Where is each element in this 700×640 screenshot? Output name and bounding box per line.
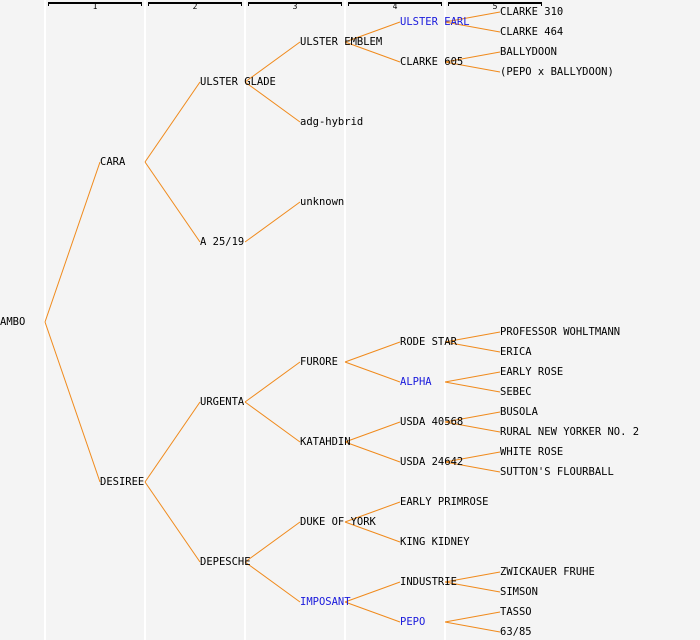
pedigree-link [444, 411, 501, 423]
pedigree-link [444, 571, 501, 583]
pedigree-node[interactable]: USDA 40568 [400, 416, 464, 428]
pedigree-node[interactable]: SEBEC [500, 386, 532, 398]
pedigree-node[interactable]: ERICA [500, 346, 532, 358]
pedigree-node[interactable]: RODE STAR [400, 336, 457, 348]
pedigree-node[interactable]: PROFESSOR WOHLTMANN [500, 326, 621, 338]
generation-separator [444, 0, 446, 640]
pedigree-node[interactable]: A 25/19 [200, 236, 245, 248]
pedigree-link [444, 621, 501, 633]
pedigree-node[interactable]: TASSO [500, 606, 532, 618]
pedigree-link [444, 381, 501, 393]
generation-number: 2 [192, 2, 198, 11]
pedigree-node[interactable]: ULSTER GLADE [200, 76, 276, 88]
pedigree-node[interactable]: IMPOSANT [300, 596, 351, 608]
pedigree-node[interactable]: WHITE ROSE [500, 446, 564, 458]
pedigree-node[interactable]: unknown [300, 196, 345, 208]
pedigree-node[interactable]: CARA [100, 156, 126, 168]
generation-number: 1 [92, 2, 98, 11]
generation-separator [244, 0, 246, 640]
pedigree-node[interactable]: URGENTA [200, 396, 245, 408]
pedigree-link [444, 11, 501, 23]
pedigree-node[interactable]: ZWICKAUER FRUHE [500, 566, 595, 578]
pedigree-node[interactable]: SIMSON [500, 586, 538, 598]
pedigree-link [344, 421, 401, 443]
pedigree-link [244, 561, 301, 603]
pedigree-node[interactable]: RURAL NEW YORKER NO. 2 [500, 426, 640, 438]
pedigree-node[interactable]: EARLY PRIMROSE [400, 496, 489, 508]
pedigree-node[interactable]: SUTTON'S FLOURBALL [500, 466, 614, 478]
pedigree-node[interactable]: PEPO [400, 616, 426, 628]
pedigree-link [344, 361, 401, 383]
pedigree-link [444, 21, 501, 33]
pedigree-link [344, 341, 401, 363]
generation-separator [144, 0, 146, 640]
pedigree-node[interactable]: USDA 24642 [400, 456, 464, 468]
pedigree-node[interactable]: CLARKE 605 [400, 56, 464, 68]
pedigree-link [144, 161, 201, 243]
pedigree-link [244, 41, 301, 83]
pedigree-node[interactable]: CLARKE 464 [500, 26, 564, 38]
pedigree-link [444, 611, 501, 623]
pedigree-link [444, 461, 501, 473]
pedigree-node[interactable]: DUKE OF YORK [300, 516, 376, 528]
pedigree-link [344, 521, 401, 543]
pedigree-node[interactable]: KING KIDNEY [400, 536, 470, 548]
pedigree-link [244, 201, 301, 243]
pedigree-link [344, 501, 401, 523]
pedigree-link [244, 81, 301, 123]
pedigree-node[interactable]: ALPHA [400, 376, 432, 388]
generation-bracket [448, 2, 542, 6]
generation-bracket [48, 2, 142, 6]
pedigree-node[interactable]: CLARKE 310 [500, 6, 564, 18]
pedigree-link [344, 581, 401, 603]
pedigree-link [444, 61, 501, 73]
pedigree-link [144, 481, 201, 563]
pedigree-link [244, 401, 301, 443]
pedigree-link [144, 81, 201, 163]
pedigree-node[interactable]: adg-hybrid [300, 116, 364, 128]
pedigree-node[interactable]: (PEPO x BALLYDOON) [500, 66, 614, 78]
generation-number: 5 [492, 2, 498, 11]
pedigree-link [344, 441, 401, 463]
generation-number: 4 [392, 2, 398, 11]
pedigree-link [444, 451, 501, 463]
pedigree-node[interactable]: FURORE [300, 356, 338, 368]
generation-bracket [248, 2, 342, 6]
pedigree-link [44, 321, 101, 483]
generation-separator [344, 0, 346, 640]
generation-bracket [148, 2, 242, 6]
pedigree-link [344, 41, 401, 63]
pedigree-link [444, 371, 501, 383]
pedigree-node[interactable]: BUSOLA [500, 406, 538, 418]
generation-separator [44, 0, 46, 640]
pedigree-link [444, 421, 501, 433]
pedigree-node[interactable]: ULSTER EARL [400, 16, 470, 28]
pedigree-node[interactable]: BALLYDOON [500, 46, 557, 58]
pedigree-link [244, 521, 301, 563]
pedigree-link [444, 341, 501, 353]
pedigree-link [344, 601, 401, 623]
pedigree-link [444, 51, 501, 63]
generation-number: 3 [292, 2, 298, 11]
pedigree-link [444, 331, 501, 343]
pedigree-link [44, 161, 101, 323]
pedigree-node[interactable]: DEPESCHE [200, 556, 251, 568]
generation-bracket [348, 2, 442, 6]
pedigree-node[interactable]: INDUSTRIE [400, 576, 457, 588]
pedigree-node[interactable]: 63/85 [500, 626, 532, 638]
pedigree-node[interactable]: DESIREE [100, 476, 145, 488]
pedigree-link [344, 21, 401, 43]
pedigree-node[interactable]: EARLY ROSE [500, 366, 564, 378]
pedigree-node[interactable]: KATAHDIN [300, 436, 351, 448]
pedigree-link [144, 401, 201, 483]
pedigree-link [444, 581, 501, 593]
pedigree-link [244, 361, 301, 403]
pedigree-node[interactable]: ULSTER EMBLEM [300, 36, 383, 48]
pedigree-node[interactable]: AMBO [0, 316, 26, 328]
